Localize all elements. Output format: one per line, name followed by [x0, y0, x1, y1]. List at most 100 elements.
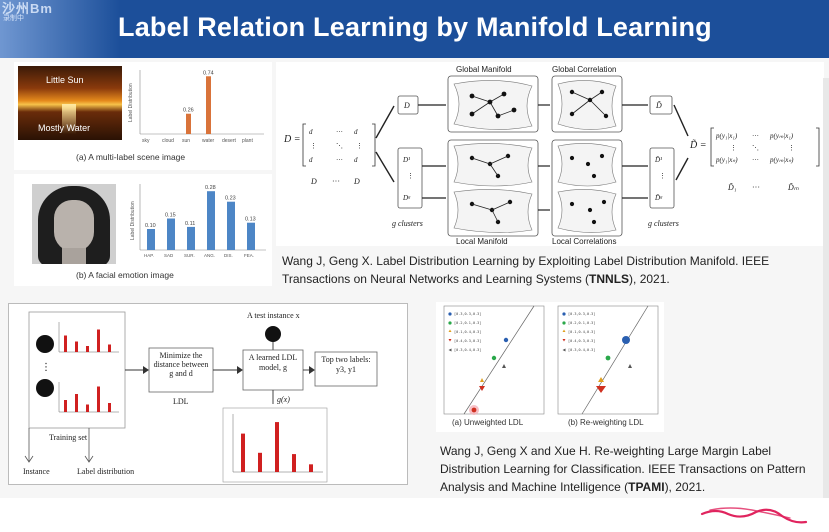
slide-edge-scrollbar[interactable] — [823, 78, 829, 498]
face-bar-0 — [147, 229, 155, 250]
svg-text:[0.2,0.1,0.3]: [0.2,0.1,0.3] — [568, 321, 595, 325]
manifold-diagram: D = d ··· d ⋮ ⋱ ⋮ d ··· d D ··· D D D¹ ⋮ — [276, 62, 824, 246]
face-bar-3 — [207, 191, 215, 250]
reference-tnnls: Wang J, Geng X. Label Distribution Learn… — [282, 252, 829, 288]
reference-tpami-tail: ), 2021. — [664, 480, 706, 494]
slide-body: Little Sun Mostly Water Label Distributi… — [0, 58, 829, 498]
face-neck — [62, 248, 86, 264]
gx-bar — [241, 433, 245, 472]
reweight-caption-a: (a) Unweighted LDL — [452, 418, 524, 427]
reweighting-figure: [0.3,0.3,0.3] [0.2,0.1,0.3] [0.1,0.4,0.3… — [436, 302, 664, 432]
recording-indicator: 录制中 — [3, 15, 24, 22]
face-bar-2 — [187, 226, 195, 250]
face-tick-label: ANG. — [204, 253, 215, 258]
svg-text:···: ··· — [752, 183, 760, 192]
gx-bar — [309, 464, 313, 472]
ldl-small-bar — [86, 346, 89, 352]
top-two-box-text: Top two labels: y3, y1 — [321, 355, 371, 374]
svg-text:D̃ =: D̃ = — [689, 138, 706, 151]
scene-bar-water — [206, 76, 211, 134]
ldl-process-diagram: ⋮ Training set Instance Label distributi… — [8, 303, 408, 485]
svg-text:⋮: ⋮ — [659, 172, 666, 180]
svg-text:⋮: ⋮ — [310, 142, 317, 150]
svg-text:p(y₁|xₙ): p(y₁|xₙ) — [715, 156, 738, 164]
sun-reflection — [62, 104, 76, 134]
local-correlations-label: Local Correlations — [552, 237, 616, 246]
reference-tpami: Wang J, Geng X and Xue H. Re-weighting L… — [440, 442, 825, 496]
gx-bar — [258, 452, 262, 472]
face-bar-5 — [247, 222, 255, 250]
face-tick-label: SAD — [164, 253, 174, 258]
ldl-step-label: LDL — [173, 397, 189, 406]
face-data-label: 0.28 — [205, 185, 216, 191]
ldl-small-bar — [108, 344, 111, 352]
ldl-small-bar — [75, 341, 78, 352]
svg-text:Dᵍ: Dᵍ — [402, 194, 411, 202]
svg-text:[0.1,0.4,0.3]: [0.1,0.4,0.3] — [454, 330, 481, 334]
svg-text:D̃: D̃ — [655, 101, 662, 110]
training-set-label: Training set — [49, 433, 88, 442]
svg-text:⋮: ⋮ — [730, 144, 737, 152]
photo-text-top: Little Sun — [46, 75, 84, 85]
svg-text:···: ··· — [752, 132, 759, 140]
ldl-small-bar — [75, 394, 78, 412]
face-tick-label: DIS. — [224, 253, 233, 258]
face-skin — [54, 200, 94, 252]
face-tick-label: SUR. — [184, 253, 195, 258]
svg-text:D =: D = — [283, 134, 300, 145]
face-caption: (b) A facial emotion image — [76, 270, 174, 280]
gx-bar — [275, 422, 279, 472]
scene-data-label: 0.26 — [183, 108, 194, 114]
title-banner: 沙州Bm 录制中 Label Relation Learning by Mani… — [0, 0, 829, 58]
g-clusters-left: g clusters — [392, 219, 423, 228]
face-data-label: 0.10 — [145, 223, 156, 229]
sunset-photo: Little Sun Mostly Water — [18, 66, 122, 140]
svg-text:⋮: ⋮ — [788, 144, 795, 152]
g-clusters-right: g clusters — [648, 219, 679, 228]
svg-text:d: d — [309, 156, 313, 164]
reweight-svg: [0.3,0.3,0.3] [0.2,0.1,0.3] [0.1,0.4,0.3… — [443, 305, 659, 415]
face-data-label: 0.11 — [185, 221, 195, 227]
reference-tpami-text: Wang J, Geng X and Xue H. Re-weighting L… — [440, 444, 806, 494]
svg-text:⋮: ⋮ — [407, 172, 414, 180]
reference-tnnls-text: Wang J, Geng X. Label Distribution Learn… — [282, 254, 770, 286]
svg-text:⋮: ⋮ — [356, 142, 363, 150]
svg-text:p(yₘ|xₙ): p(yₘ|xₙ) — [769, 156, 794, 164]
svg-text:⋮: ⋮ — [41, 362, 51, 373]
global-correlation-label: Global Correlation — [552, 65, 616, 74]
svg-text:[0.4,0.3,0.3]: [0.4,0.3,0.3] — [568, 339, 595, 343]
svg-text:D̃₁: D̃₁ — [727, 183, 737, 192]
global-manifold-label: Global Manifold — [456, 65, 512, 74]
scene-tick-water: water — [202, 138, 215, 144]
scene-tick-sky: sky — [142, 138, 150, 144]
annotation-scribble[interactable] — [0, 498, 829, 532]
face-data-label: 0.23 — [225, 196, 236, 202]
ldl-small-bar — [64, 400, 67, 412]
svg-text:···: ··· — [336, 128, 343, 136]
svg-text:[0.3,0.3,0.3]: [0.3,0.3,0.3] — [568, 312, 595, 316]
svg-text:···: ··· — [752, 156, 759, 164]
svg-text:[0.2,0.1,0.3]: [0.2,0.1,0.3] — [454, 321, 481, 325]
svg-text:D¹: D¹ — [402, 156, 410, 164]
svg-text:···: ··· — [332, 177, 340, 186]
face-bar-1 — [167, 218, 175, 250]
gx-bar — [292, 454, 296, 472]
scene-figure: Little Sun Mostly Water Label Distributi… — [14, 62, 272, 170]
face-photo — [32, 184, 116, 264]
svg-text:···: ··· — [336, 156, 343, 164]
ldl-small-bar — [64, 335, 67, 352]
scene-ylabel: Label Distribution — [128, 83, 134, 122]
test-instance-label: A test instance x — [247, 311, 300, 320]
face-tick-label: HAP. — [144, 253, 154, 258]
svg-text:[0.3,0.4,0.3]: [0.3,0.4,0.3] — [454, 348, 481, 352]
face-bar-chart: Label Distribution 0.10HAP.0.15SAD0.11SU… — [130, 184, 266, 258]
manifold-svg: D = d ··· d ⋮ ⋱ ⋮ d ··· d D ··· D D D¹ ⋮ — [283, 65, 820, 246]
reweight-caption-b: (b) Re-weighting LDL — [568, 418, 644, 427]
svg-text:d: d — [309, 128, 313, 136]
bottom-strip — [0, 498, 829, 532]
scene-data-label: 0.74 — [203, 70, 214, 76]
svg-text:[0.3,0.3,0.3]: [0.3,0.3,0.3] — [454, 312, 481, 316]
svg-text:p(yₘ|x₁): p(yₘ|x₁) — [769, 132, 794, 140]
reference-tpami-venue: TPAMI — [628, 480, 665, 494]
